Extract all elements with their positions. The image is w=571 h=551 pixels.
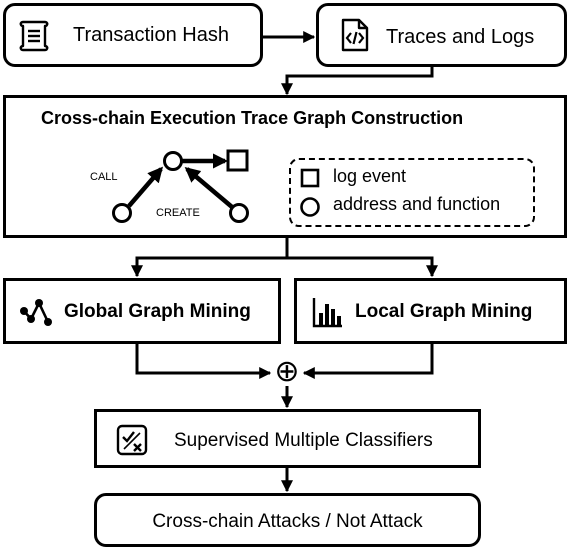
arrow-construction-to-global bbox=[131, 237, 289, 278]
arrow-local-to-combine bbox=[302, 344, 434, 379]
graph-nodes-icon bbox=[18, 295, 54, 336]
arrow-traces-to-construction bbox=[281, 66, 434, 96]
local-graph-mining-node: Local Graph Mining bbox=[294, 278, 567, 344]
arrow-global-to-combine bbox=[135, 344, 272, 379]
bar-chart-icon bbox=[311, 295, 345, 334]
log-event-legend-label: log event bbox=[333, 166, 407, 186]
call-edge-label: CALL bbox=[90, 171, 118, 183]
address-function-legend-label: address and function bbox=[333, 194, 501, 214]
local-graph-mining-label: Local Graph Mining bbox=[355, 301, 533, 322]
arrow-construction-to-local bbox=[287, 256, 438, 278]
execution-graph-illustration bbox=[112, 149, 249, 223]
global-graph-mining-label: Global Graph Mining bbox=[64, 301, 251, 322]
combine-operator-icon: ⊕ bbox=[274, 354, 300, 389]
classifiers-label: Supervised Multiple Classifiers bbox=[174, 430, 433, 451]
graph-construction-title: Cross-chain Execution Trace Graph Constr… bbox=[41, 108, 464, 128]
classifiers-node: Supervised Multiple Classifiers bbox=[94, 409, 481, 468]
output-label: Cross-chain Attacks / Not Attack bbox=[152, 511, 423, 532]
code-file-icon bbox=[336, 17, 372, 58]
graph-construction-node: Cross-chain Execution Trace Graph Constr… bbox=[3, 95, 567, 238]
create-edge-label: CREATE bbox=[156, 207, 200, 219]
traces-logs-node: Traces and Logs bbox=[316, 3, 567, 67]
graph-legend: log event address and function bbox=[289, 158, 535, 227]
classifier-icon bbox=[115, 423, 149, 462]
traces-logs-label: Traces and Logs bbox=[386, 26, 535, 48]
circle-legend-icon bbox=[299, 196, 321, 223]
transaction-hash-node: Transaction Hash bbox=[3, 3, 263, 67]
document-icon bbox=[17, 18, 53, 59]
square-legend-icon bbox=[300, 168, 320, 193]
transaction-hash-label: Transaction Hash bbox=[73, 24, 229, 46]
global-graph-mining-node: Global Graph Mining bbox=[3, 278, 281, 344]
output-node: Cross-chain Attacks / Not Attack bbox=[94, 493, 481, 547]
